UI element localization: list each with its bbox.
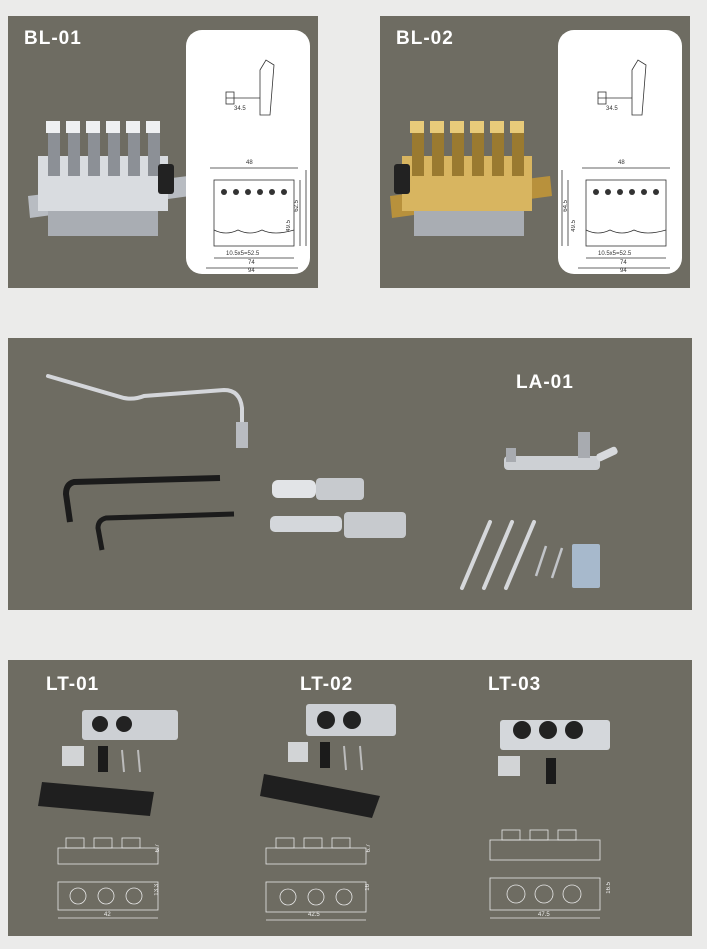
bl02-tremolo-image <box>390 121 552 236</box>
bl02-code: BL-02 <box>396 28 454 49</box>
la01-panel: LA-01 <box>8 338 692 610</box>
lt-panel: LT-01 LT-02 LT-03 6.7 42 13.3 <box>8 660 692 936</box>
bl01-dim-w2: 94 <box>248 268 255 274</box>
la01-code: LA-01 <box>516 372 574 393</box>
lt03-side-drawing <box>489 829 601 861</box>
lt03-dim-h2: 16.5 <box>606 882 612 894</box>
lt02-side-drawing <box>265 837 367 865</box>
lt03-code: LT-03 <box>488 674 542 695</box>
lt02-dim-w: 42.5 <box>308 912 320 918</box>
string-adjuster-image <box>270 512 406 538</box>
lt02-dim-h2: 16 <box>365 884 371 891</box>
bl02-dim-h1: 64.5 <box>563 200 569 212</box>
lt03-dim-w: 47.5 <box>538 912 550 918</box>
bl02-drawing-card: 34.5 48 10.5x5=52.5 74 94 64.5 49.5 <box>558 30 682 274</box>
bl02-dim-h2: 49.5 <box>571 220 577 232</box>
tremolo-arm-image <box>46 374 248 448</box>
bl01-code: BL-01 <box>24 28 82 49</box>
bl01-dim-side: 34.5 <box>234 106 246 112</box>
lt01-nut-image <box>38 710 178 816</box>
bl01-dimension-drawing <box>206 59 307 269</box>
lt01-dim-h1: 6.7 <box>155 844 161 853</box>
lt01-side-drawing <box>57 837 159 865</box>
bl02-dimension-drawing <box>561 59 670 269</box>
lt01-top-drawing <box>57 881 159 919</box>
bl01-dim-top: 48 <box>246 160 253 166</box>
lt01-dim-h2: 13.3 <box>154 884 160 896</box>
bl01-dim-h2: 49.5 <box>286 220 292 232</box>
bl02-dim-top: 48 <box>618 160 625 166</box>
spring-claw-image <box>504 432 618 470</box>
bl01-drawing-card: 34.5 48 10.5x5=52.5 74 94 62.5 49.5 <box>186 30 310 274</box>
springs-and-screws-image <box>460 520 600 590</box>
bl02-dim-spacing: 10.5x5=52.5 <box>598 251 632 257</box>
bl01-dim-h1: 62.5 <box>294 200 300 212</box>
bl01-tremolo-image <box>28 121 190 236</box>
allen-wrench-small-image <box>95 511 235 551</box>
bl01-dim-spacing: 10.5x5=52.5 <box>226 251 260 257</box>
bl02-dim-side: 34.5 <box>606 106 618 112</box>
allen-wrench-large-image <box>62 475 221 523</box>
bl01-dim-w1: 74 <box>248 260 255 266</box>
bl02-dim-w2: 94 <box>620 268 627 274</box>
lt02-top-drawing <box>265 881 367 921</box>
lt01-code: LT-01 <box>46 674 100 695</box>
lt02-dim-h1: 6.7 <box>366 844 372 853</box>
bl02-panel: BL-02 <box>380 16 690 288</box>
lt02-code: LT-02 <box>300 674 354 695</box>
lt03-top-drawing <box>489 877 601 919</box>
lt02-nut-image <box>260 704 396 818</box>
strap-screw-image <box>272 478 364 500</box>
bl02-dim-w1: 74 <box>620 260 627 266</box>
lt01-dim-w: 42 <box>104 912 111 918</box>
bl01-panel: BL-01 <box>8 16 318 288</box>
lt03-nut-image <box>498 720 610 784</box>
